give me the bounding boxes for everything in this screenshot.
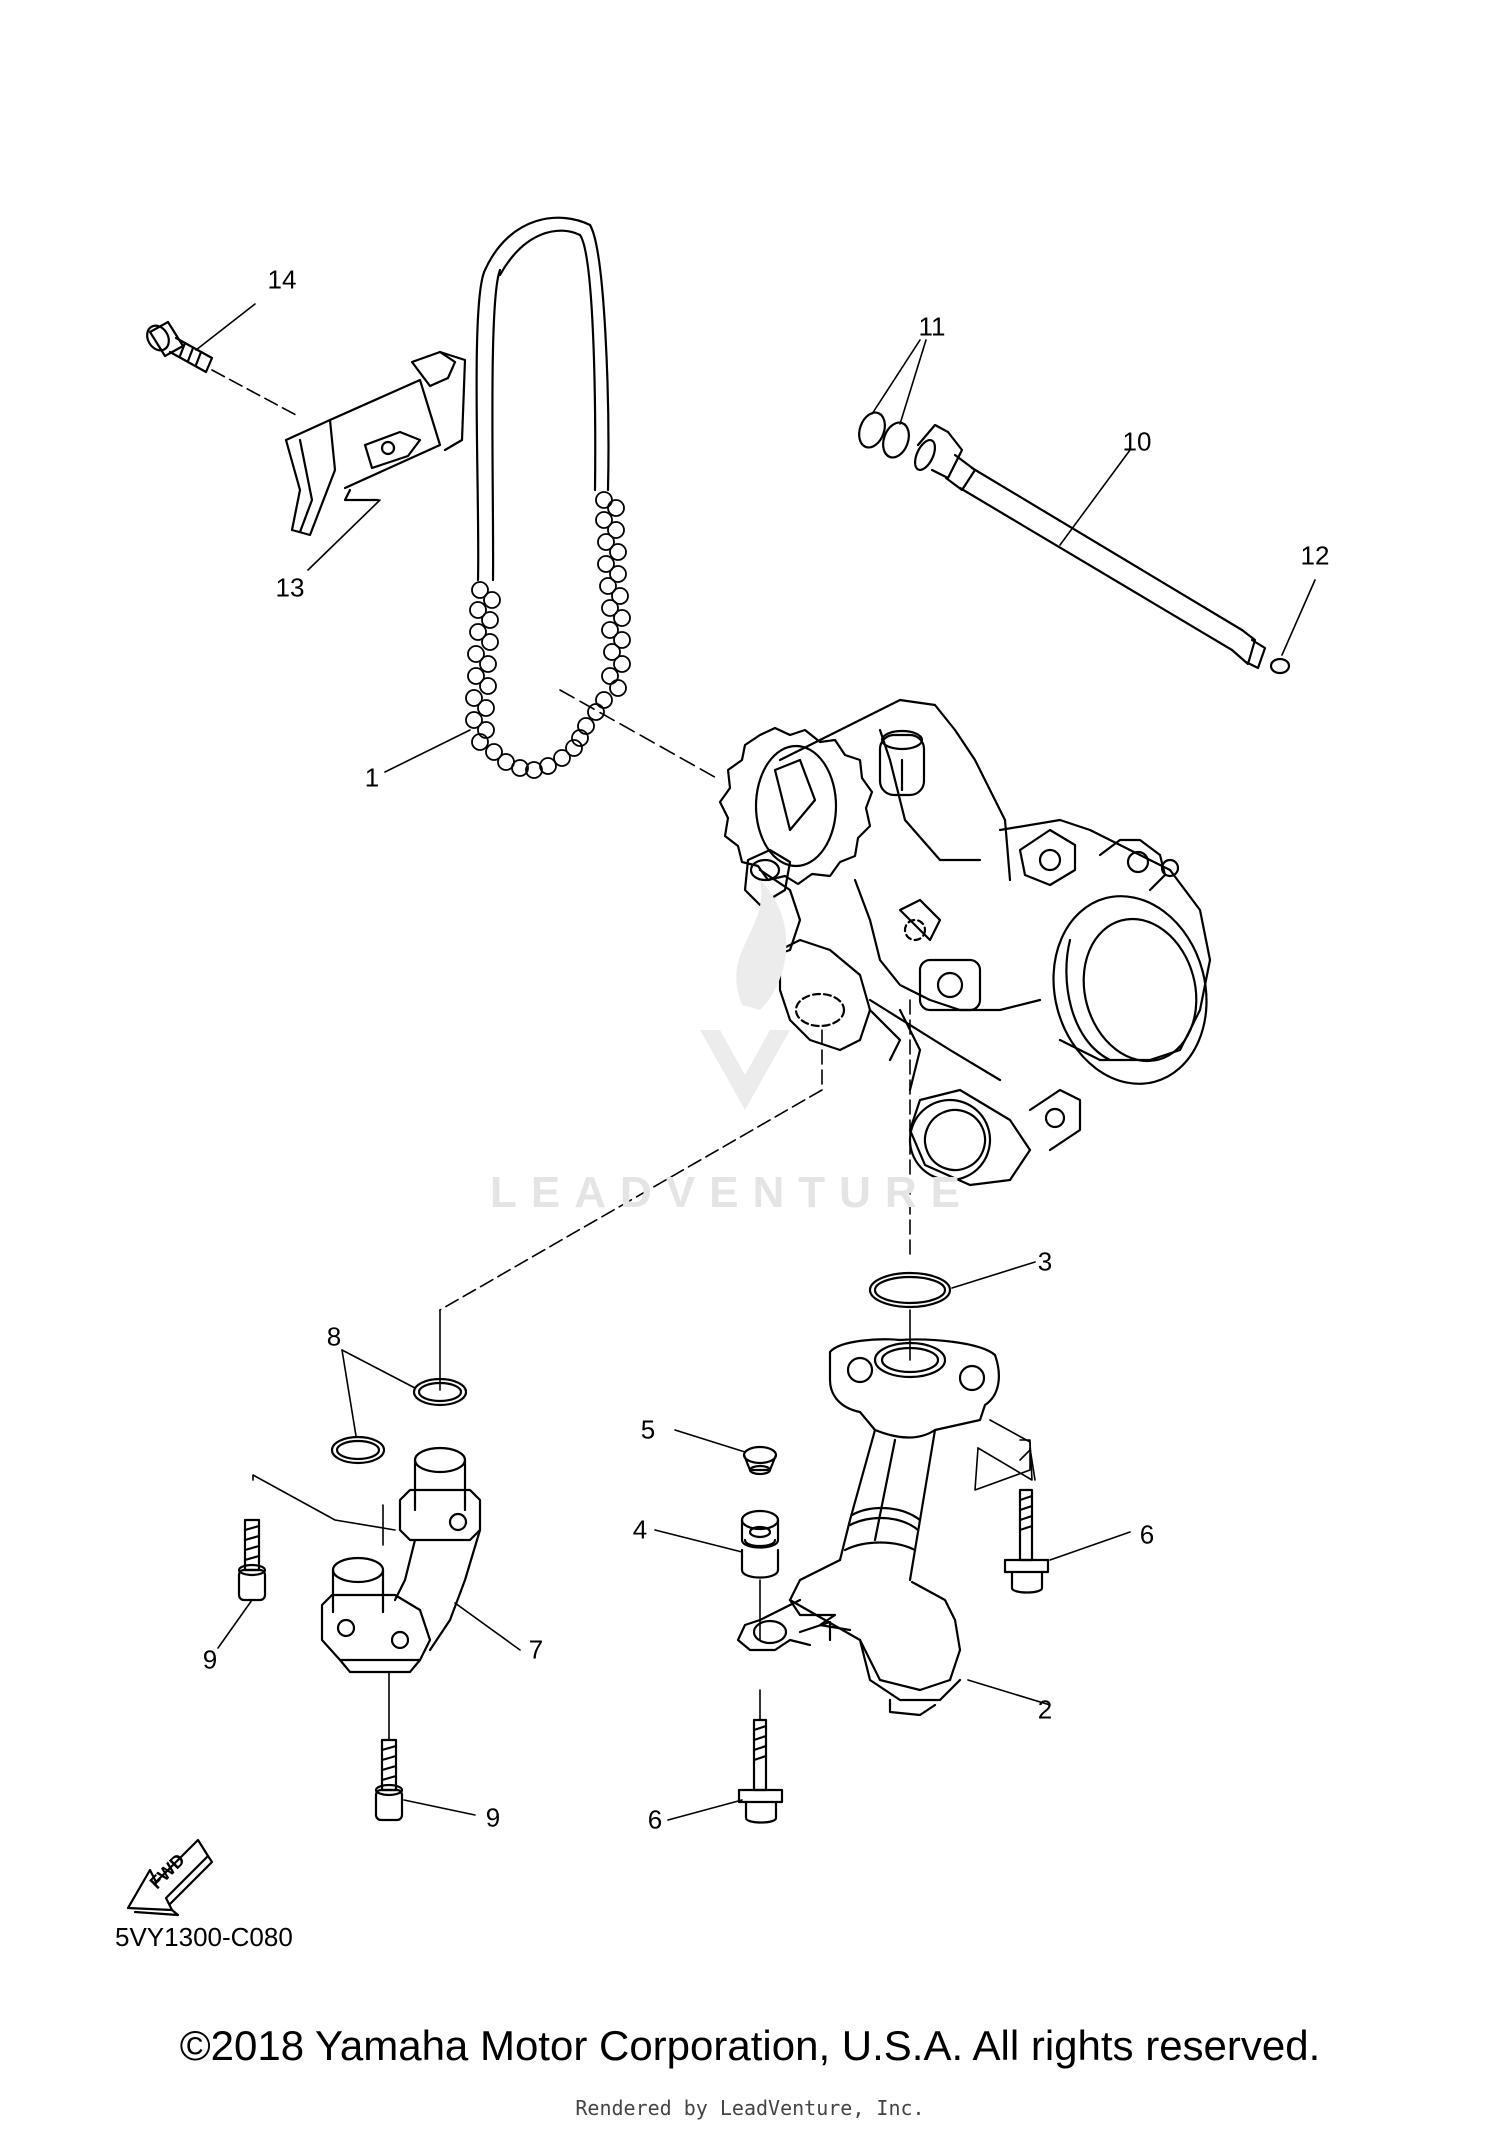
- callout-13: 13: [275, 572, 305, 603]
- callout-10: 10: [1122, 426, 1152, 457]
- oil-pipe-joint-7: [320, 1446, 482, 1674]
- callout-6-lower: 6: [647, 1804, 663, 1835]
- callout-12: 12: [1300, 540, 1330, 571]
- oil-pipe-10: [913, 423, 1267, 670]
- oring-12: [1269, 657, 1291, 675]
- timing-chain-1: [465, 216, 631, 779]
- callout-2: 2: [1037, 1694, 1053, 1725]
- copyright-notice: ©2018 Yamaha Motor Corporation, U.S.A. A…: [179, 2022, 1321, 2069]
- callout-4: 4: [632, 1514, 648, 1545]
- bolt-9-lower: [374, 1738, 404, 1822]
- cap-5: [742, 1445, 778, 1476]
- fwd-arrow-icon: [126, 1838, 214, 1917]
- oring-8: [330, 1377, 468, 1465]
- callout-11: 11: [918, 311, 946, 342]
- callout-3: 3: [1037, 1246, 1053, 1277]
- callout-6-upper: 6: [1139, 1519, 1155, 1550]
- flange-bolt-6-upper: [1003, 1488, 1050, 1594]
- chain-guide-13: [284, 350, 467, 537]
- diagram-reference-code: 5VY1300-C080: [115, 1922, 293, 1952]
- callout-5: 5: [640, 1414, 656, 1445]
- callout-1: 1: [364, 762, 380, 793]
- oil-strainer-2: [736, 1338, 1000, 1717]
- oring-3: [868, 1271, 952, 1309]
- oil-pump-assembly: [718, 698, 1212, 1187]
- callout-9-upper: 9: [202, 1644, 218, 1675]
- oring-11: [858, 411, 910, 459]
- grommet-4: [740, 1509, 780, 1579]
- watermark-text: LEADVENTURE: [490, 1168, 975, 1217]
- flange-bolt-6-lower: [737, 1718, 784, 1824]
- watermark-logo: [700, 880, 790, 1110]
- rendered-by-notice: Rendered by LeadVenture, Inc.: [575, 2096, 925, 2120]
- callout-7: 7: [528, 1634, 544, 1665]
- bolt-14: [146, 320, 214, 374]
- callout-8: 8: [326, 1321, 342, 1352]
- callout-14: 14: [267, 264, 297, 295]
- bolt-9-upper: [237, 1518, 267, 1602]
- callout-9-lower: 9: [485, 1802, 501, 1833]
